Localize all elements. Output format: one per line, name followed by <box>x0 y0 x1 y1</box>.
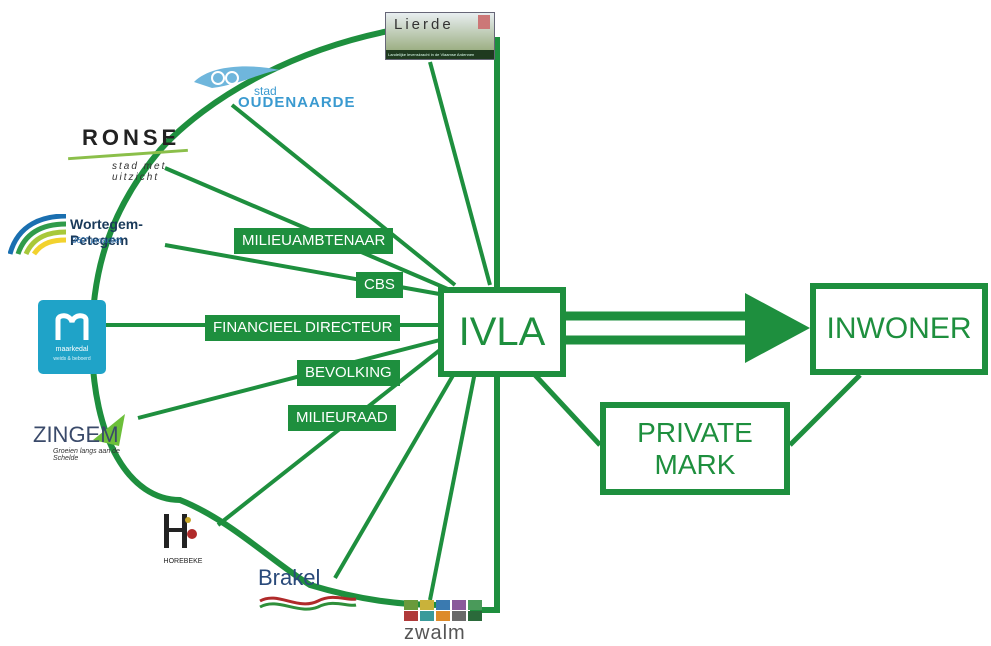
brakel-logo: Brakel <box>258 565 358 615</box>
ronse-logo: RONSE stad met uitzicht <box>68 125 218 183</box>
zingem-subtitle: Groeien langs aan de Schelde <box>53 448 120 462</box>
oudenaarde-logo: stad OUDENAARDE <box>192 62 355 112</box>
maarkedal-subtitle: weids & beboerd <box>53 356 91 362</box>
zingem-name: ZINGEM <box>33 422 119 447</box>
zwalm-tiles-icon <box>404 600 482 621</box>
inwoner-box: INWONER <box>810 283 988 375</box>
private-mark-box: PRIVATE MARK <box>600 402 790 495</box>
horebeke-h-icon <box>164 514 197 548</box>
zwalm-logo: zwalm <box>402 598 492 646</box>
ivla-to-private-line <box>533 373 602 447</box>
zingem-leaf-icon <box>93 414 125 446</box>
brakel-name: Brakel <box>258 565 321 590</box>
arrow-icon <box>565 293 810 363</box>
lierde-crest-icon <box>478 15 490 29</box>
municipality-circle-arc <box>88 21 441 608</box>
tag-cbs: CBS <box>356 272 403 298</box>
oudenaarde-wave-icon <box>194 66 280 88</box>
oudenaarde-name: OUDENAARDE <box>238 94 356 111</box>
lierde-name: Lierde <box>394 16 454 33</box>
inwoner-label: INWONER <box>826 312 972 345</box>
oudenaarde-prefix: stad <box>254 84 277 98</box>
private-label: PRIVATE <box>637 416 753 448</box>
wortegem-name: Wortegem-Petegem <box>70 216 143 248</box>
brakel-wave-icon <box>259 595 357 611</box>
maarkedal-m-icon <box>55 313 89 340</box>
maarkedal-name: maarkedal <box>55 346 89 353</box>
tag-milieuraad: MILIEURAAD <box>288 405 396 431</box>
horebeke-name: HOREBEKE <box>163 558 203 565</box>
lierde-logo: Lierde Landelijke levenskracht in de Vla… <box>385 12 495 60</box>
zingem-logo: ZINGEM Groeien langs aan de Schelde <box>33 410 143 462</box>
tag-bevolking: BEVOLKING <box>297 360 400 386</box>
ivla-box: IVLA <box>438 287 566 377</box>
lierde-subtitle: Landelijke levenskracht in de Vlaamse Ar… <box>388 52 475 57</box>
ronse-subtitle: stad met uitzicht <box>112 161 167 183</box>
maarkedal-logo: maarkedal weids & beboerd <box>38 300 106 374</box>
horebeke-logo: HOREBEKE <box>158 510 208 570</box>
tag-financieel-directeur: FINANCIEEL DIRECTEUR <box>205 315 401 341</box>
private-to-inwoner-line <box>788 373 862 447</box>
ivla-label: IVLA <box>458 309 546 354</box>
ronse-name: RONSE <box>82 125 181 150</box>
tag-milieuambtenaar: MILIEUAMBTENAAR <box>234 228 394 254</box>
zwalm-name: zwalm <box>404 622 466 644</box>
wortegem-petegem-logo: Wortegem-Petegem 360° proactief <box>8 210 173 262</box>
wortegem-fan-icon <box>8 214 67 256</box>
wortegem-subtitle: 360° proactief <box>72 236 122 245</box>
mark-label: MARK <box>654 448 736 480</box>
